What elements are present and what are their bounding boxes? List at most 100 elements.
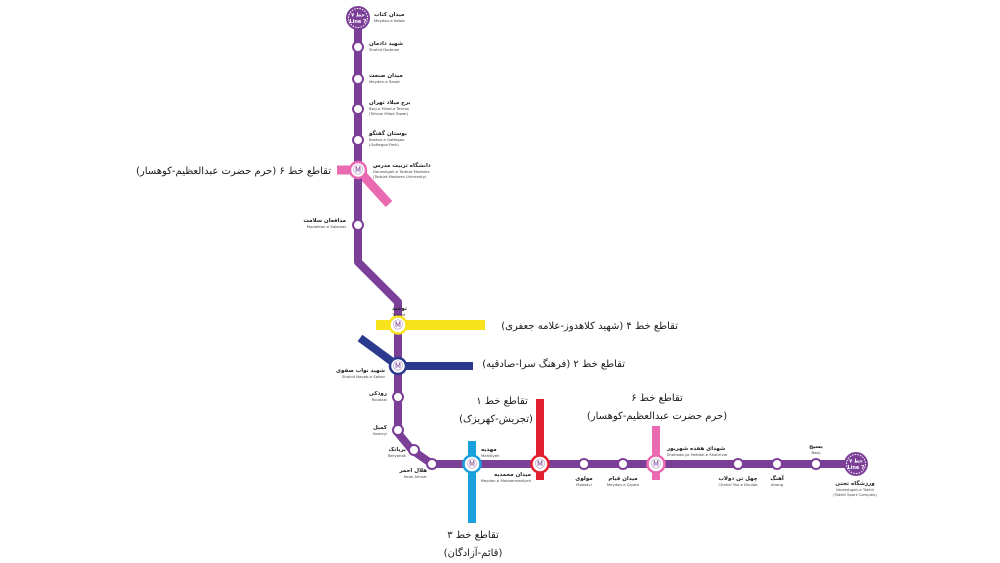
station-label-ahang: آهنگ Ahang: [770, 474, 784, 487]
svg-text:Varzeshgah-e Takhti: Varzeshgah-e Takhti: [836, 487, 874, 492]
svg-text:Meydan-e Ketab: Meydan-e Ketab: [374, 18, 405, 23]
svg-text:بریانک: بریانک: [389, 446, 406, 453]
svg-text:Modafean-e Salamat: Modafean-e Salamat: [307, 224, 347, 229]
svg-text:Basij: Basij: [811, 450, 820, 455]
interchange-meydan-e-mohammadiyeh[interactable]: Ⓜ: [530, 454, 550, 474]
svg-text:Bostan-e Goftegoo: Bostan-e Goftegoo: [369, 137, 405, 142]
station-dot-bostan-e-goftegoo[interactable]: [352, 134, 364, 146]
svg-text:مولوی: مولوی: [575, 476, 592, 482]
svg-text:ورزشگاه تختی: ورزشگاه تختی: [835, 480, 875, 487]
station-dot-shahid-dadman[interactable]: [352, 41, 364, 53]
transfer-label-line3-title: تقاطع خط ۳: [447, 530, 499, 541]
svg-text:Helal Ahmar: Helal Ahmar: [404, 474, 428, 479]
station-label-basij: بسیج Basij: [809, 444, 823, 455]
svg-text:Beryanak: Beryanak: [388, 453, 407, 458]
terminal-east-varzeshgah-e-takhti[interactable]: خط ۷ Line 7: [844, 452, 868, 476]
station-label-modafean-e-salamat: مدافعان سلامت Modafean-e Salamat: [303, 218, 346, 229]
svg-text:مهدیه: مهدیه: [481, 447, 497, 453]
station-label-beryanak: بریانک Beryanak: [388, 446, 407, 458]
svg-text:شهید نواب صفوی: شهید نواب صفوی: [336, 368, 385, 374]
transfer-labels: تقاطع خط ۶ (حرم حضرت عبدالعظیم-کوهسار) ت…: [136, 166, 727, 559]
crossing-lines: [337, 165, 660, 523]
station-labels: میدان کتاب Meydan-e Ketab شهید دادمان Sh…: [303, 11, 877, 497]
interchange-shahid-navab-safavi[interactable]: Ⓜ: [388, 356, 408, 376]
station-dot-chehel-tan-e-doulab[interactable]: [732, 458, 744, 470]
terminal-north-line-label: خط ۷: [351, 13, 365, 19]
metro-symbol-icon: Ⓜ: [467, 459, 477, 471]
station-label-komeyl: کمیل Komeyl: [373, 424, 388, 436]
metro-symbol-icon: Ⓜ: [353, 165, 363, 177]
station-label-meydan-e-mohammadiyeh: میدان محمدیه Meydan-e Mohammadiyeh: [481, 472, 532, 483]
station-label-meydan-e-qiyam: میدان قیام Meydan-e Qiyam: [607, 476, 640, 487]
svg-text:دانشگاه تربیت مدرس: دانشگاه تربیت مدرس: [373, 162, 431, 169]
svg-text:آهنگ: آهنگ: [770, 474, 784, 482]
metro-symbol-icon: Ⓜ: [393, 361, 403, 373]
transfer-label-line4: تقاطع خط ۴ (شهید کلاهدوز-علامه جعفری): [501, 321, 678, 332]
metro-symbol-icon: Ⓜ: [393, 320, 403, 332]
station-label-towhid: توحید Towhid: [391, 306, 407, 317]
station-dot-beryanak[interactable]: [408, 444, 420, 456]
station-label-tarbiat-modares: دانشگاه تربیت مدرس Daneshgah-e Tarbiat M…: [373, 162, 431, 179]
transfer-label-line1-route: (تجریش-کهریزک): [459, 414, 533, 425]
svg-text:میدان کتاب: میدان کتاب: [374, 11, 404, 18]
svg-text:Mahdiyeh: Mahdiyeh: [481, 453, 500, 458]
svg-text:شهدای هفده شهریور: شهدای هفده شهریور: [666, 446, 725, 452]
terminal-north-line-label-en: Line 7: [349, 19, 367, 25]
station-label-mowlavi: مولوی Mowlavi: [575, 476, 592, 487]
svg-text:Shohada-ye Hefdah-e Shahrivar: Shohada-ye Hefdah-e Shahrivar: [667, 452, 728, 457]
svg-text:Roudaki: Roudaki: [372, 397, 387, 402]
svg-text:Shahid Navab-e Safavi: Shahid Navab-e Safavi: [342, 374, 385, 379]
station-label-meydan-e-sanat: میدان صنعت Meydan-e Sanat: [369, 73, 403, 84]
station-label-borj-e-milad: برج میلاد تهران Borj-e Milad-e Tehran (T…: [369, 100, 411, 116]
station-dot-borj-e-milad[interactable]: [352, 103, 364, 115]
svg-text:Mowlavi: Mowlavi: [576, 482, 591, 487]
transfer-label-line1-title: تقاطع خط ۱: [476, 396, 528, 407]
interchange-tarbiat-modares[interactable]: Ⓜ: [348, 160, 368, 180]
station-dot-meydan-e-qiyam[interactable]: [617, 458, 629, 470]
svg-text:Borj-e Milad-e Tehran: Borj-e Milad-e Tehran: [369, 106, 410, 111]
station-dots: [352, 41, 822, 470]
station-dot-komeyl[interactable]: [392, 424, 404, 436]
station-label-helal-ahmar: هلال احمر Helal Ahmar: [398, 468, 427, 479]
station-label-shohada-ye-hefdah-e-shahrivar: شهدای هفده شهریور Shohada-ye Hefdah-e Sh…: [666, 446, 728, 457]
interchange-shohada-ye-hefdah-e-shahrivar[interactable]: Ⓜ: [646, 454, 666, 474]
metro-symbol-icon: Ⓜ: [535, 459, 545, 471]
station-label-chehel-tan-e-doulab: چهل تن دولاب Chehel Tan-e Doulab: [718, 476, 758, 487]
svg-text:مدافعان سلامت: مدافعان سلامت: [303, 218, 346, 224]
terminal-north-meydan-e-ketab[interactable]: خط ۷ Line 7: [346, 6, 370, 30]
transfer-label-line3-route: (قائم-آزادگان): [444, 546, 503, 559]
station-label-meydan-e-ketab: میدان کتاب Meydan-e Ketab: [374, 11, 405, 23]
svg-text:رودکی: رودکی: [369, 390, 387, 397]
transfer-label-line2: تقاطع خط ۲ (فرهنگ سرا-صادقیه): [482, 358, 625, 370]
transfer-label-line6-south-route: (حرم حضرت عبدالعظیم-کوهسار): [587, 411, 727, 422]
station-label-shahid-navab-safavi: شهید نواب صفوی Shahid Navab-e Safavi: [336, 368, 385, 379]
station-label-roudaki: رودکی Roudaki: [369, 390, 387, 402]
station-dot-basij[interactable]: [810, 458, 822, 470]
svg-text:چهل تن دولاب: چهل تن دولاب: [718, 476, 757, 482]
station-dot-roudaki[interactable]: [392, 391, 404, 403]
station-label-shahid-dadman: شهید دادمان Shahid Dadman: [369, 41, 403, 52]
svg-text:Towhid: Towhid: [391, 312, 406, 317]
station-dot-meydan-e-sanat[interactable]: [352, 73, 364, 85]
svg-text:Meydan-e Sanat: Meydan-e Sanat: [369, 79, 400, 84]
interchange-mahdiyeh[interactable]: Ⓜ: [462, 454, 482, 474]
svg-text:شهید دادمان: شهید دادمان: [369, 41, 403, 47]
svg-text:Meydan-e Qiyam: Meydan-e Qiyam: [607, 482, 640, 487]
transfer-label-line6-south-title: تقاطع خط ۶: [631, 393, 683, 404]
interchange-towhid[interactable]: Ⓜ: [388, 315, 408, 335]
svg-text:(Goftegoo Park): (Goftegoo Park): [369, 142, 399, 147]
station-dot-mowlavi[interactable]: [578, 458, 590, 470]
station-dot-helal-ahmar[interactable]: [426, 458, 438, 470]
svg-text:Komeyl: Komeyl: [373, 431, 387, 436]
transfer-label-line6-north: تقاطع خط ۶ (حرم حضرت عبدالعظیم-کوهسار): [136, 166, 331, 177]
station-dot-ahang[interactable]: [771, 458, 783, 470]
svg-text:Chehel Tan-e Doulab: Chehel Tan-e Doulab: [718, 482, 758, 487]
svg-text:Daneshgah-e Tarbiat Modares: Daneshgah-e Tarbiat Modares: [373, 169, 430, 174]
station-label-bostan-e-goftegoo: بوستان گفتگو Bostan-e Goftegoo (Goftegoo…: [368, 130, 407, 147]
station-dot-modafean-e-salamat[interactable]: [352, 219, 364, 231]
terminal-east-line-label-en: Line 7: [847, 465, 865, 471]
svg-text:کمیل: کمیل: [373, 424, 388, 431]
svg-text:Shahid Dadman: Shahid Dadman: [369, 47, 400, 52]
metro-symbol-icon: Ⓜ: [651, 459, 661, 471]
svg-text:میدان قیام: میدان قیام: [608, 476, 637, 482]
